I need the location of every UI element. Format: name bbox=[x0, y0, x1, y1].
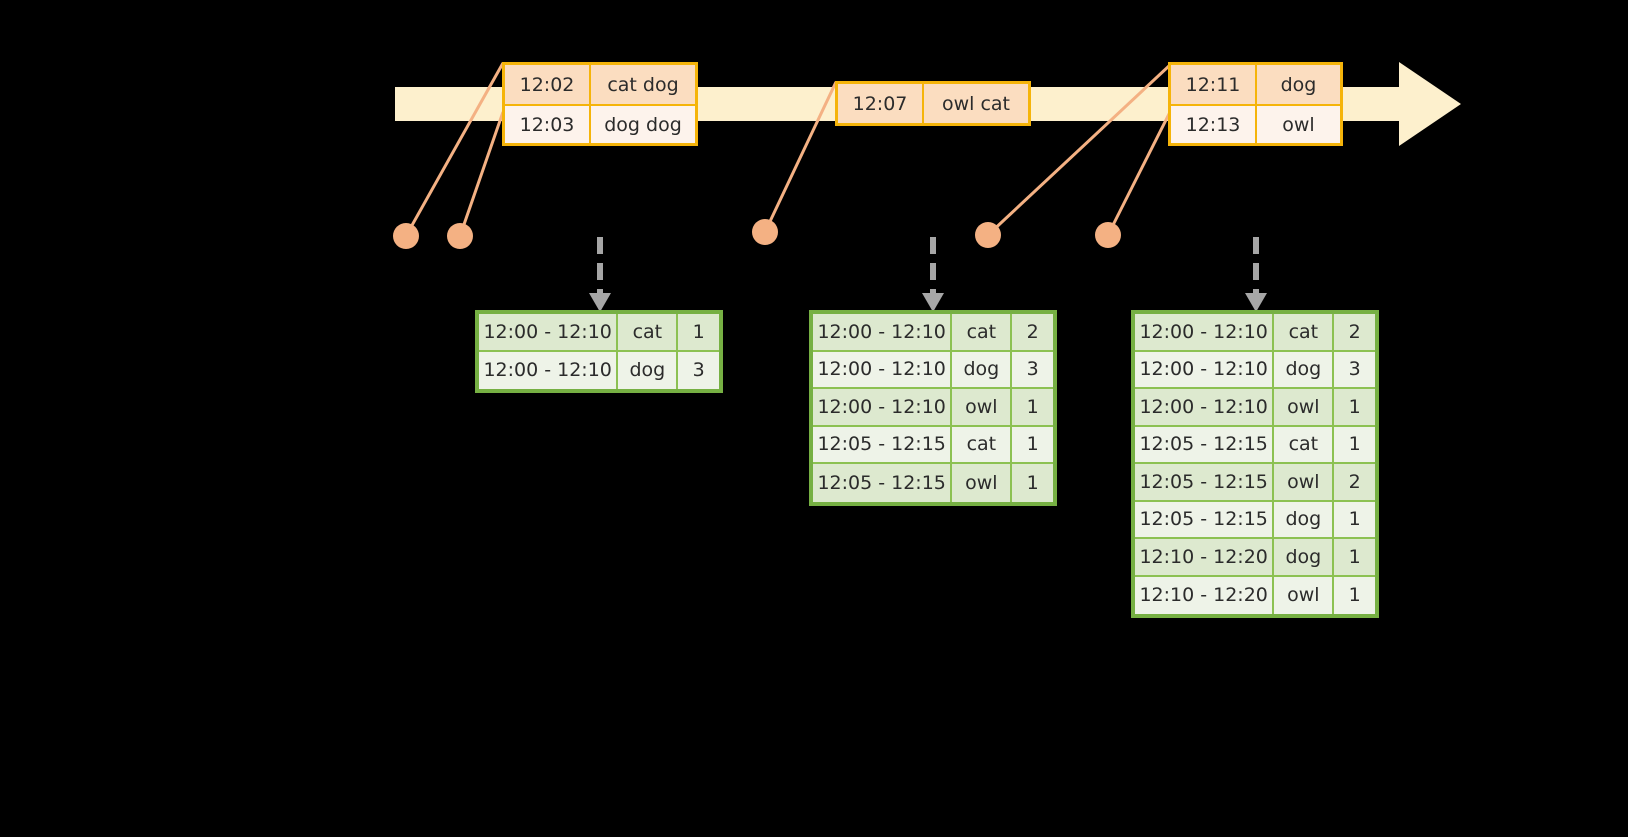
dashed-arrow-stem bbox=[930, 237, 936, 295]
window-cell: 12:00 - 12:10 bbox=[813, 351, 953, 389]
event-text: owl cat bbox=[924, 84, 1028, 123]
event-group-2: 12:07 owl cat bbox=[835, 81, 1031, 126]
count-cell: 3 bbox=[678, 351, 719, 389]
window-cell: 12:00 - 12:10 bbox=[1135, 351, 1275, 389]
key-cell: owl bbox=[952, 389, 1013, 427]
window-cell: 12:00 - 12:10 bbox=[479, 314, 619, 352]
window-cell: 12:00 - 12:10 bbox=[813, 389, 953, 427]
connector-line-2 bbox=[458, 111, 505, 237]
key-cell: cat bbox=[952, 426, 1013, 464]
event-dot-4 bbox=[975, 222, 1001, 248]
window-cell: 12:05 - 12:15 bbox=[813, 426, 953, 464]
event-text: cat dog bbox=[591, 65, 695, 104]
event-time: 12:13 bbox=[1171, 106, 1257, 143]
event-time: 12:07 bbox=[838, 84, 924, 123]
count-cell: 2 bbox=[1334, 464, 1375, 502]
dashed-arrow-head-icon bbox=[1245, 293, 1267, 312]
window-cell: 12:05 - 12:15 bbox=[1135, 464, 1275, 502]
count-cell: 1 bbox=[1334, 501, 1375, 539]
event-text: dog bbox=[1257, 65, 1340, 104]
event-dot-3 bbox=[752, 219, 778, 245]
event-time: 12:02 bbox=[505, 65, 591, 104]
event-text: owl bbox=[1257, 106, 1340, 143]
event-group-3: 12:11 dog 12:13 owl bbox=[1168, 62, 1343, 146]
count-cell: 1 bbox=[1334, 576, 1375, 614]
count-cell: 3 bbox=[1012, 351, 1053, 389]
key-cell: cat bbox=[952, 314, 1013, 352]
event-group-1: 12:02 cat dog 12:03 dog dog bbox=[502, 62, 698, 146]
key-cell: dog bbox=[952, 351, 1013, 389]
window-cell: 12:00 - 12:10 bbox=[479, 351, 619, 389]
event-dot-2 bbox=[447, 223, 473, 249]
event-row: 12:02 cat dog bbox=[505, 65, 695, 104]
count-cell: 2 bbox=[1012, 314, 1053, 352]
window-cell: 12:10 - 12:20 bbox=[1135, 576, 1275, 614]
key-cell: cat bbox=[618, 314, 679, 352]
connector-line-5 bbox=[1106, 111, 1172, 236]
count-cell: 1 bbox=[1012, 464, 1053, 502]
dashed-arrow-stem bbox=[1253, 237, 1259, 295]
window-cell: 12:05 - 12:15 bbox=[813, 464, 953, 502]
key-cell: owl bbox=[952, 464, 1013, 502]
window-cell: 12:00 - 12:10 bbox=[1135, 389, 1275, 427]
event-time: 12:03 bbox=[505, 106, 591, 143]
event-row: 12:13 owl bbox=[1171, 104, 1340, 143]
key-cell: owl bbox=[1274, 576, 1335, 614]
event-row: 12:07 owl cat bbox=[838, 84, 1028, 123]
count-cell: 2 bbox=[1334, 314, 1375, 352]
window-cell: 12:00 - 12:10 bbox=[813, 314, 953, 352]
key-cell: owl bbox=[1274, 464, 1335, 502]
event-dot-5 bbox=[1095, 222, 1121, 248]
key-cell: cat bbox=[1274, 314, 1335, 352]
event-dot-1 bbox=[393, 223, 419, 249]
dashed-arrow-head-icon bbox=[589, 293, 611, 312]
event-time: 12:11 bbox=[1171, 65, 1257, 104]
window-cell: 12:05 - 12:15 bbox=[1135, 426, 1275, 464]
count-cell: 1 bbox=[1334, 426, 1375, 464]
timeline-arrowhead-icon bbox=[1399, 62, 1461, 146]
count-cell: 3 bbox=[1334, 351, 1375, 389]
count-cell: 1 bbox=[1334, 389, 1375, 427]
window-cell: 12:00 - 12:10 bbox=[1135, 314, 1275, 352]
count-cell: 1 bbox=[678, 314, 719, 352]
key-cell: dog bbox=[1274, 351, 1335, 389]
count-cell: 1 bbox=[1012, 426, 1053, 464]
dashed-arrow-head-icon bbox=[922, 293, 944, 312]
key-cell: dog bbox=[1274, 501, 1335, 539]
key-cell: owl bbox=[1274, 389, 1335, 427]
count-cell: 1 bbox=[1334, 539, 1375, 577]
event-row: 12:03 dog dog bbox=[505, 104, 695, 143]
event-row: 12:11 dog bbox=[1171, 65, 1340, 104]
event-text: dog dog bbox=[591, 106, 695, 143]
window-cell: 12:10 - 12:20 bbox=[1135, 539, 1275, 577]
key-cell: dog bbox=[1274, 539, 1335, 577]
key-cell: dog bbox=[618, 351, 679, 389]
key-cell: cat bbox=[1274, 426, 1335, 464]
dashed-arrow-stem bbox=[597, 237, 603, 295]
window-cell: 12:05 - 12:15 bbox=[1135, 501, 1275, 539]
count-cell: 1 bbox=[1012, 389, 1053, 427]
